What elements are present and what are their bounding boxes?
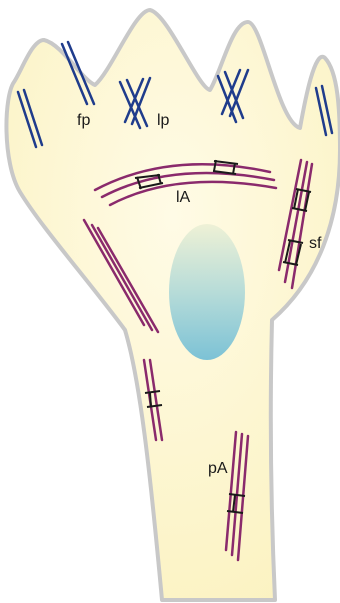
label-sf: sf [309,235,322,252]
label-pA: pA [208,460,228,477]
label-fp: fp [77,112,90,129]
nucleus [169,224,245,360]
label-lp: lp [157,112,170,129]
label-lA: lA [176,189,191,206]
